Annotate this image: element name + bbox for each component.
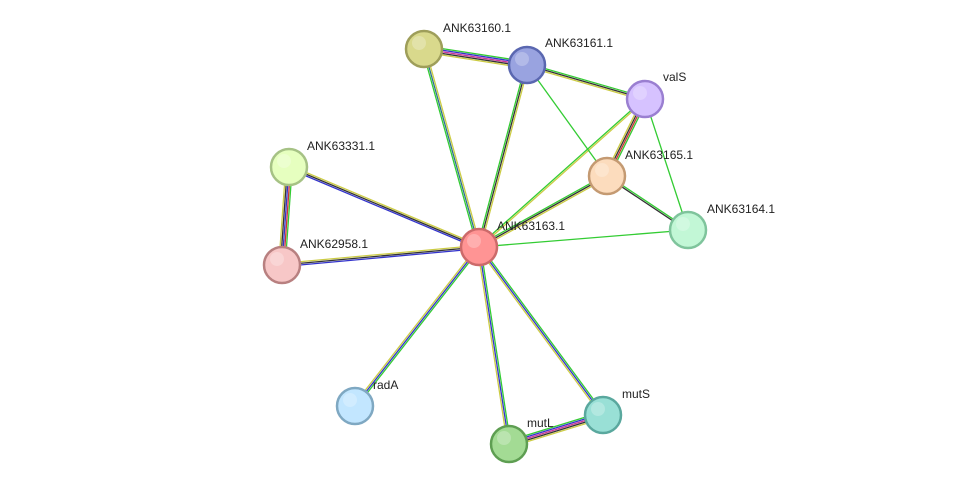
node-highlight	[515, 52, 529, 66]
node-circle[interactable]	[335, 386, 375, 426]
edge-evidence-line	[526, 64, 646, 100]
edge-evidence-line	[281, 244, 479, 265]
edge-evidence-line	[479, 99, 646, 249]
edge-evidence-line	[288, 166, 480, 248]
edge-evidence-line	[282, 247, 480, 268]
edge-ANK63161.1-ANK63165.1[interactable]	[526, 64, 608, 177]
node-circle[interactable]	[668, 210, 708, 250]
node-highlight	[497, 431, 511, 445]
edge-ANK63163.1-mutL[interactable]	[476, 246, 512, 445]
edge-evidence-line	[478, 97, 645, 247]
edge-evidence-line	[289, 164, 480, 247]
edge-evidence-line	[479, 246, 512, 444]
edge-evidence-line	[288, 167, 479, 250]
edge-evidence-line	[479, 176, 609, 249]
edge-evidence-line	[478, 246, 604, 416]
edge-ANK63163.1-ANK63165.1[interactable]	[477, 174, 609, 249]
node-ANK63331.1[interactable]: ANK63331.1	[269, 139, 375, 187]
edge-evidence-line	[479, 245, 605, 415]
edge-evidence-line	[424, 48, 482, 247]
edge-ANK63163.1-ANK63161.1[interactable]	[476, 64, 530, 248]
edge-ANK63163.1-radA[interactable]	[353, 245, 481, 408]
node-ANK63164.1[interactable]: ANK63164.1	[668, 202, 775, 250]
edge-evidence-line	[355, 247, 481, 408]
node-valS[interactable]: valS	[625, 70, 686, 119]
edge-evidence-line	[421, 49, 479, 248]
node-label: mutL	[527, 416, 554, 430]
node-ANK62958.1[interactable]: ANK62958.1	[262, 237, 368, 285]
node-label: valS	[663, 70, 686, 84]
edge-ANK63161.1-valS[interactable]	[526, 62, 646, 102]
node-label: ANK63164.1	[707, 202, 775, 216]
node-circle[interactable]	[269, 147, 309, 187]
node-highlight	[467, 234, 481, 248]
edge-evidence-line	[479, 65, 530, 248]
edge-evidence-line	[527, 62, 646, 99]
node-highlight	[591, 402, 605, 416]
node-label: ANK63163.1	[497, 219, 565, 233]
edge-evidence-line	[281, 246, 480, 266]
node-label: ANK63165.1	[625, 148, 693, 162]
node-ANK63163.1[interactable]: ANK63163.1	[459, 219, 565, 267]
node-circle[interactable]	[587, 156, 627, 196]
node-highlight	[633, 86, 647, 100]
node-label: ANK63331.1	[307, 139, 375, 153]
edge-evidence-line	[477, 247, 603, 417]
edge-valS-ANK63164.1[interactable]	[644, 98, 689, 231]
edge-ANK63163.1-mutS[interactable]	[477, 245, 605, 417]
edge-ANK63163.1-ANK63164.1[interactable]	[478, 229, 689, 248]
node-label: radA	[373, 378, 398, 392]
edge-ANK63163.1-ANK63160.1[interactable]	[421, 48, 482, 248]
edge-evidence-line	[526, 64, 608, 177]
node-mutL[interactable]: mutL	[489, 416, 554, 464]
node-circle[interactable]	[507, 45, 547, 85]
node-radA[interactable]: radA	[335, 378, 398, 426]
node-circle[interactable]	[404, 29, 444, 69]
edge-evidence-line	[477, 174, 607, 247]
edge-evidence-line	[354, 246, 480, 407]
node-highlight	[595, 163, 609, 177]
edge-evidence-line	[423, 48, 480, 248]
node-ANK63165.1[interactable]: ANK63165.1	[587, 148, 693, 196]
edge-evidence-line	[526, 65, 645, 102]
edge-ANK63163.1-ANK62958.1[interactable]	[281, 244, 480, 268]
edge-evidence-line	[478, 175, 608, 248]
edge-evidence-line	[478, 64, 528, 248]
node-mutS[interactable]: mutS	[583, 387, 650, 435]
edge-evidence-line	[353, 245, 479, 406]
node-label: ANK63160.1	[443, 21, 511, 35]
node-circle[interactable]	[625, 79, 665, 119]
node-highlight	[412, 36, 426, 50]
node-circle[interactable]	[262, 245, 302, 285]
edge-ANK63163.1-ANK63331.1[interactable]	[288, 164, 480, 250]
node-highlight	[676, 217, 690, 231]
edge-evidence-line	[478, 229, 689, 248]
node-highlight	[270, 252, 284, 266]
node-highlight	[343, 393, 357, 407]
node-circle[interactable]	[583, 395, 623, 435]
node-circle[interactable]	[489, 424, 529, 464]
node-highlight	[277, 154, 291, 168]
edge-evidence-line	[476, 247, 509, 445]
node-label: ANK62958.1	[300, 237, 368, 251]
edge-evidence-line	[644, 98, 689, 231]
edge-ANK63163.1-valS[interactable]	[478, 97, 646, 249]
node-label: mutS	[622, 387, 650, 401]
node-ANK63161.1[interactable]: ANK63161.1	[507, 36, 613, 85]
node-label: ANK63161.1	[545, 36, 613, 50]
edge-evidence-line	[478, 246, 510, 445]
node-ANK63160.1[interactable]: ANK63160.1	[404, 21, 511, 69]
node-circle[interactable]	[459, 227, 499, 267]
edge-evidence-line	[476, 64, 527, 247]
